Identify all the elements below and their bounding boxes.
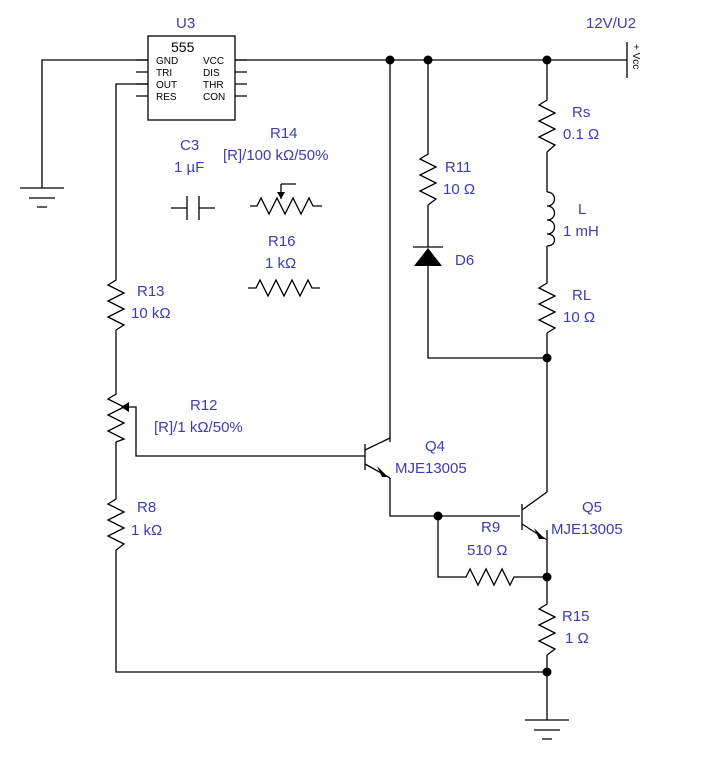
junction-dot — [385, 55, 395, 65]
r9-value: 510 Ω — [467, 542, 507, 559]
resistor-icon — [537, 600, 557, 656]
wires — [41, 59, 627, 720]
junction-dots — [385, 55, 552, 677]
r11-ref: R11 — [445, 159, 471, 176]
junction-dot — [542, 353, 552, 363]
rl-ref: RL — [572, 287, 591, 304]
r12-wiper-wire — [128, 406, 365, 457]
rs-ref: Rs — [572, 104, 590, 121]
r9-left-wire — [437, 516, 462, 578]
wiper-icon — [280, 183, 296, 199]
resistor-icon — [248, 278, 320, 298]
resistor-icon — [106, 276, 126, 331]
r11-value: 10 Ω — [443, 181, 475, 198]
r12-value: [R]/1 kΩ/50% — [154, 419, 243, 436]
resistor-rs: Rs 0.1 Ω — [537, 96, 599, 153]
resistor-icon — [250, 196, 322, 216]
resistor-icon — [106, 390, 126, 443]
junction-dot — [542, 667, 552, 677]
gnd-pin-wire — [41, 59, 148, 188]
ic-pin-gnd: GND — [156, 56, 178, 67]
junction-dot — [423, 55, 433, 65]
ic-pin-con: CON — [203, 92, 225, 103]
r16-value: 1 kΩ — [265, 255, 296, 272]
ic-pin-dis: DIS — [203, 68, 220, 79]
d6-anode-wire — [427, 266, 547, 359]
ic-ref: U3 — [176, 15, 195, 32]
potentiometer-r12: R12 [R]/1 kΩ/50% — [106, 390, 243, 443]
vcc-symbol: + Vcc — [630, 44, 641, 69]
q4-ref: Q4 — [425, 438, 445, 455]
wiper-arrow-icon — [277, 192, 285, 199]
resistor-r16: R16 1 kΩ — [248, 233, 320, 298]
resistor-icon — [537, 279, 557, 334]
timer-555-ic: U3 555 GND TRI OUT RES VCC DIS THR CON — [136, 15, 247, 121]
c3-value: 1 µF — [174, 159, 204, 176]
resistor-icon — [462, 567, 518, 587]
c3-ref: C3 — [180, 137, 199, 154]
rl-value: 10 Ω — [563, 309, 595, 326]
capacitor-c3: C3 1 µF — [171, 137, 215, 220]
ic-pin-vcc: VCC — [203, 56, 224, 67]
ic-pin-leads — [136, 59, 247, 97]
r15-ref: R15 — [562, 608, 590, 625]
q5-value: MJE13005 — [551, 521, 623, 538]
diode-d6: D6 — [413, 246, 474, 269]
l-value: 1 mH — [563, 223, 599, 240]
transistor-q5: Q5 MJE13005 — [521, 491, 623, 541]
r13-ref: R13 — [137, 283, 165, 300]
ic-pin-tri: TRI — [156, 68, 172, 79]
junction-dot — [542, 572, 552, 582]
junction-dot — [542, 55, 552, 65]
ic-pin-thr: THR — [203, 80, 224, 91]
inductor-icon — [546, 191, 556, 247]
resistor-r8: R8 1 kΩ — [106, 495, 162, 551]
inductor-l: L 1 mH — [546, 191, 599, 247]
r12-ref: R12 — [190, 397, 218, 414]
r16-ref: R16 — [268, 233, 296, 250]
r8-ref: R8 — [137, 499, 156, 516]
r8-value: 1 kΩ — [131, 522, 162, 539]
ic-pin-res: RES — [156, 92, 177, 103]
q5-collector-lead — [521, 491, 548, 511]
r13-value: 10 kΩ — [131, 305, 171, 322]
ground-right-icon — [525, 719, 569, 740]
q4-collector-lead — [364, 437, 391, 451]
junction-dot — [433, 511, 443, 521]
supply-ref: 12V/U2 — [586, 15, 636, 32]
r14-value: [R]/100 kΩ/50% — [223, 147, 328, 164]
potentiometer-r14: R14 [R]/100 kΩ/50% — [223, 125, 328, 216]
transistor-q4: Q4 MJE13005 — [364, 437, 467, 479]
out-pin-wire — [115, 83, 148, 276]
q5-ref: Q5 — [582, 499, 602, 516]
rs-value: 0.1 Ω — [563, 126, 599, 143]
ic-part: 555 — [171, 39, 195, 55]
vcc-supply: 12V/U2 + Vcc — [586, 15, 641, 78]
r14-ref: R14 — [270, 125, 298, 142]
resistor-icon — [537, 96, 557, 153]
wiper-arrow-icon — [121, 402, 129, 412]
q4-emitter-wire — [389, 478, 520, 517]
q5-emitter-arrow-icon — [534, 528, 545, 539]
ground-left-icon — [20, 187, 64, 208]
resistor-icon — [106, 495, 126, 551]
resistor-r9: R9 510 Ω — [462, 519, 518, 587]
resistor-r11: R11 10 Ω — [418, 150, 475, 206]
diode-icon — [414, 248, 442, 266]
capacitor-icon — [171, 196, 215, 220]
resistor-rl: RL 10 Ω — [537, 279, 595, 334]
r9-ref: R9 — [481, 519, 500, 536]
q4-emitter-arrow-icon — [377, 466, 388, 477]
r15-value: 1 Ω — [565, 630, 589, 647]
q4-value: MJE13005 — [395, 460, 467, 477]
resistor-r15: R15 1 Ω — [537, 600, 590, 656]
l-ref: L — [578, 201, 586, 218]
bottom-return-wire — [115, 550, 547, 673]
ic-body — [147, 35, 236, 121]
resistor-icon — [418, 150, 438, 206]
d6-ref: D6 — [455, 252, 474, 269]
ic-pin-out: OUT — [156, 80, 177, 91]
resistor-r13: R13 10 kΩ — [106, 276, 171, 331]
